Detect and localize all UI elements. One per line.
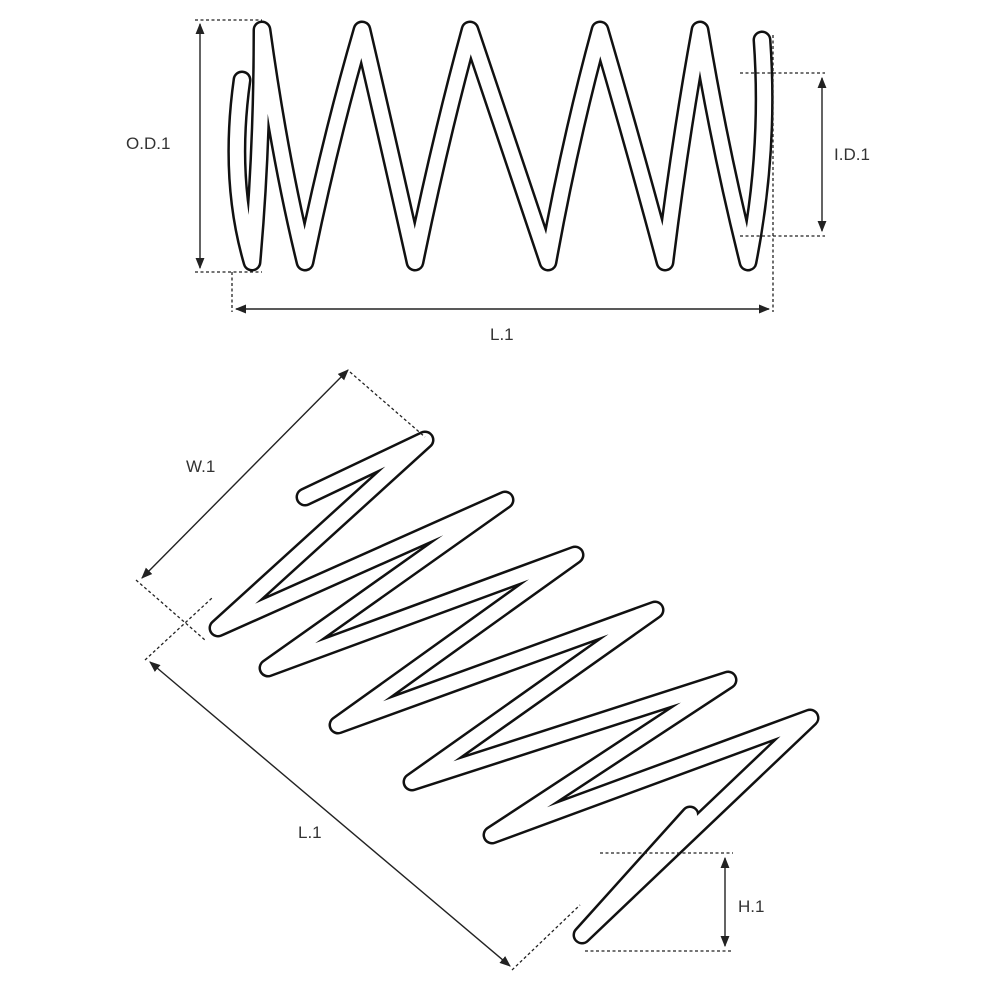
id-label: I.D.1 xyxy=(834,145,870,164)
flat-spring-view xyxy=(208,430,820,945)
od-label: O.D.1 xyxy=(126,134,171,153)
width-dimension-arrow xyxy=(141,369,349,579)
length-dimension-arrow-bottom xyxy=(149,661,511,967)
top-length-label: L.1 xyxy=(490,325,514,344)
coil-spring-side-view xyxy=(227,20,774,272)
bottom-length-label: L.1 xyxy=(298,823,322,842)
width-label: W.1 xyxy=(186,457,216,476)
top-dimensions xyxy=(195,19,827,314)
height-label: H.1 xyxy=(738,897,765,916)
bottom-dimensions xyxy=(135,369,733,971)
